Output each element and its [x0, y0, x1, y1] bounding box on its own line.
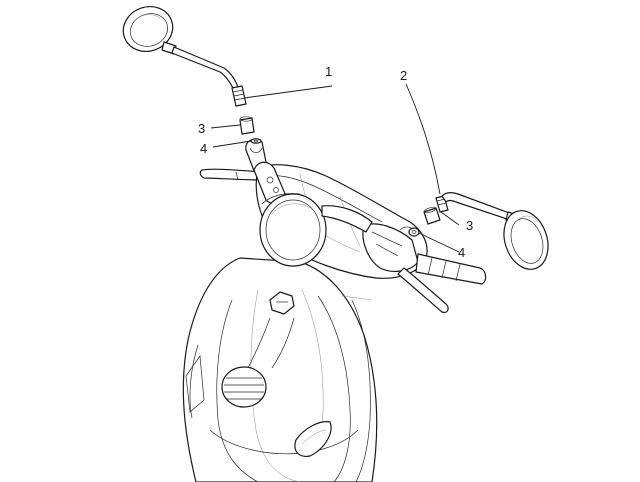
- left-washer: [250, 138, 262, 144]
- left-adapter-nut: [239, 116, 255, 135]
- left-mirror: [122, 6, 247, 107]
- right-washer: [408, 227, 420, 237]
- right-mirror: [435, 192, 549, 270]
- callout-3-right: 3: [466, 218, 473, 233]
- callout-3-left: 3: [198, 121, 205, 136]
- callout-4-left: 4: [200, 141, 207, 156]
- leader-lines: [210, 83, 460, 253]
- scooter-front-body: [182, 257, 378, 482]
- handlebar-assembly: [199, 138, 487, 313]
- callout-4-right: 4: [458, 245, 465, 260]
- right-adapter-nut: [423, 206, 441, 225]
- callout-1: 1: [325, 64, 332, 79]
- callout-2: 2: [400, 68, 407, 83]
